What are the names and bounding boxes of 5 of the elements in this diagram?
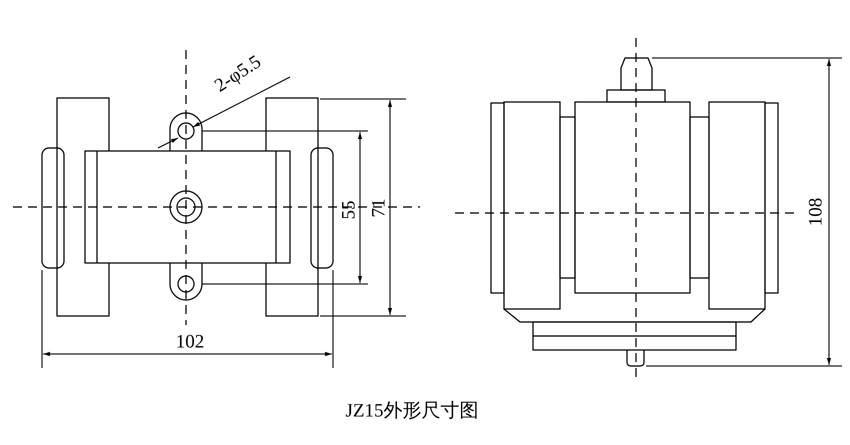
dimension-label: 102: [176, 332, 204, 352]
dimension-label: 55: [340, 200, 358, 220]
dimension-label: 108: [806, 198, 826, 226]
figure-caption: JZ15外形尺寸图: [346, 402, 478, 420]
dimension-label: 71: [370, 198, 388, 218]
